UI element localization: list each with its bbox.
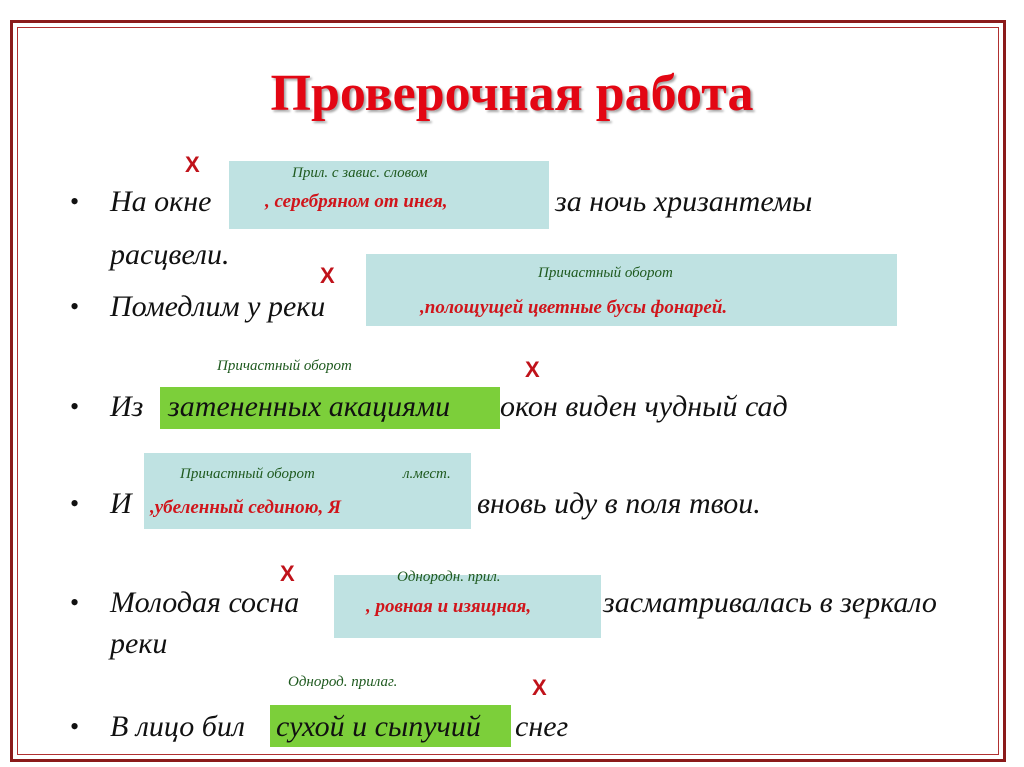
item-4-note: Причастный оборот xyxy=(180,466,315,482)
item-1-highlight-box xyxy=(229,161,549,229)
item-6-pre: В лицо бил xyxy=(110,710,245,743)
item-5-highlight-box xyxy=(334,575,601,638)
outer-frame xyxy=(10,20,1006,762)
bullet-5: • xyxy=(70,588,80,617)
item-4-post: вновь иду в поля твои. xyxy=(477,487,761,520)
inner-frame xyxy=(17,27,999,755)
item-4-note-secondary: л.мест. xyxy=(403,466,451,482)
item-6-note: Однород. прилаг. xyxy=(288,674,398,690)
item-6-highlight: сухой и сыпучий xyxy=(276,710,481,743)
item-1-note: Прил. с завис. словом xyxy=(292,165,428,181)
x-mark-1: X xyxy=(185,152,200,177)
item-4-pre: И xyxy=(110,487,132,520)
page-title: Проверочная работа xyxy=(270,65,754,122)
item-5-post: засматривалась в зеркало xyxy=(603,586,937,619)
item-1-highlight: , серебряном от инея, xyxy=(265,191,448,212)
item-1-pre: На окне xyxy=(110,185,212,218)
item-2-pre: Помедлим у реки xyxy=(110,290,326,323)
x-mark-5: X xyxy=(280,561,295,586)
item-2-highlight-box xyxy=(366,254,897,326)
item-1-post: за ночь хризантемы xyxy=(555,185,813,218)
bullet-1: • xyxy=(70,187,80,216)
item-4-highlight-box xyxy=(144,453,471,529)
item-3-note: Причастный оборот xyxy=(217,358,352,374)
item-3-highlight-box xyxy=(160,387,500,429)
x-mark-3: X xyxy=(525,357,540,382)
bullet-4: • xyxy=(70,489,80,518)
bullet-2: • xyxy=(70,292,80,321)
item-5-continuation: реки xyxy=(110,627,168,660)
item-5-pre: Молодая сосна xyxy=(110,586,300,619)
item-3-post: окон виден чудный сад xyxy=(500,390,788,423)
item-3-highlight: затененных акациями xyxy=(168,390,451,423)
bullet-6: • xyxy=(70,712,80,741)
item-2-highlight: ,полощущей цветные бусы фонарей. xyxy=(420,297,728,318)
bullet-3: • xyxy=(70,392,80,421)
item-5-highlight: , ровная и изящная, xyxy=(366,596,532,617)
item-1-continuation: расцвели. xyxy=(110,238,230,271)
item-6-highlight-box xyxy=(270,705,511,747)
item-6-post: снег xyxy=(515,710,569,743)
x-mark-6: X xyxy=(532,675,547,700)
item-5-note: Однородн. прил. xyxy=(397,569,501,585)
item-2-note: Причастный оборот xyxy=(538,265,673,281)
item-4-highlight: ,убеленный сединою, Я xyxy=(150,497,342,518)
item-3-pre: Из xyxy=(110,390,144,423)
x-mark-2: X xyxy=(320,263,335,288)
